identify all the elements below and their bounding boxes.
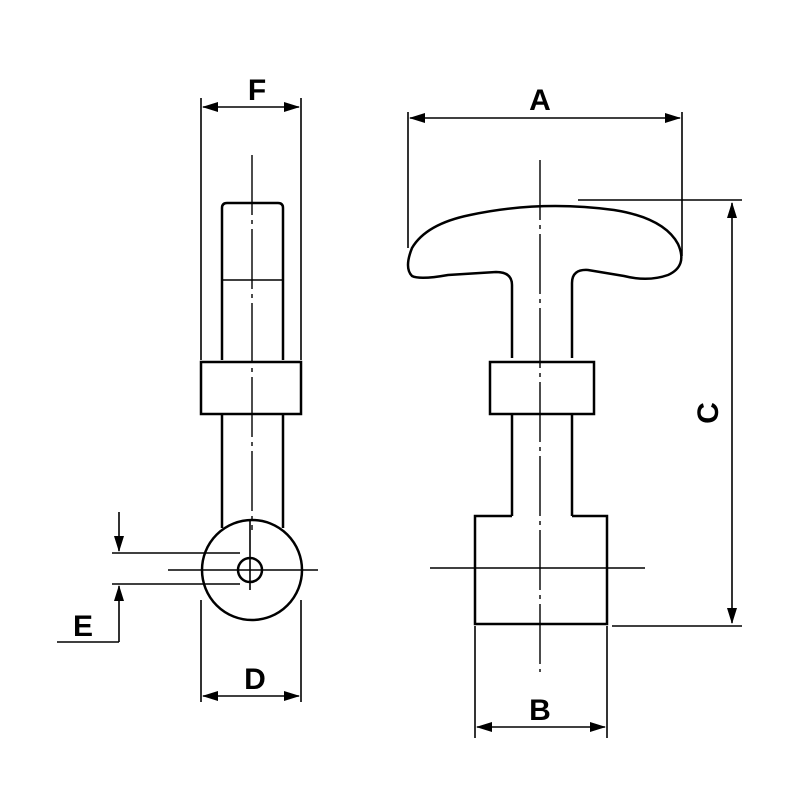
dimension-label-d: D: [244, 663, 266, 696]
dimension-label-b: B: [529, 694, 551, 727]
collar-front: [488, 360, 596, 416]
dimension-label-e: E: [73, 610, 93, 643]
cam-block-front: [473, 514, 609, 626]
t-handle-outline: [406, 204, 683, 358]
dimension-label-c: C: [692, 402, 725, 424]
dimension-label-f: F: [248, 74, 266, 107]
side-view: F E D: [57, 74, 318, 702]
collar-side: [199, 360, 303, 416]
dimension-label-a: A: [529, 84, 551, 117]
front-view: A C B: [406, 84, 742, 738]
